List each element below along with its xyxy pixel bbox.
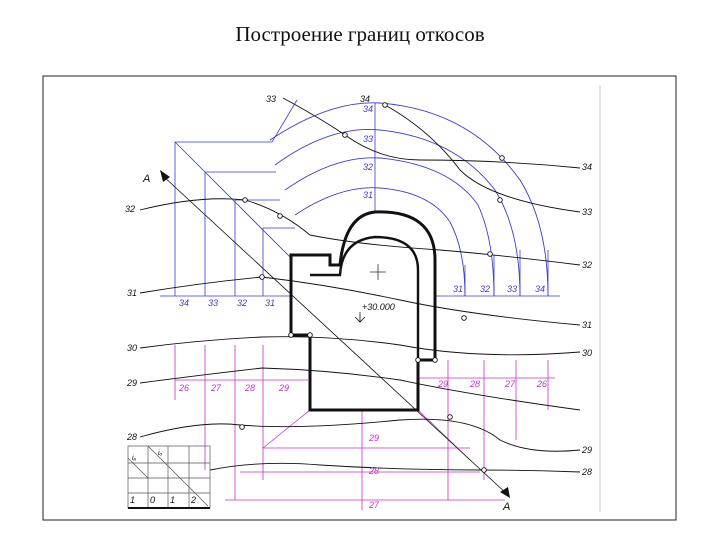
scale-iw-label: iₒ [158, 450, 163, 457]
contour-lines [139, 97, 581, 473]
contour-label-left-29: 29 [126, 378, 137, 388]
cut-label-bottom-28: 28 [368, 466, 379, 476]
cut-label-right-28: 28 [469, 379, 480, 389]
drawing-frame [42, 75, 677, 521]
contour-34 [282, 97, 581, 169]
contour-label-left-31: 31 [127, 288, 137, 298]
arc-34 [269, 102, 549, 297]
contour-32-right [309, 234, 581, 266]
contour-34-top [384, 104, 581, 213]
contour-label-right-33: 33 [582, 207, 592, 217]
platform-inner-outline [310, 235, 420, 360]
elevation-label: +30.000 [362, 302, 395, 312]
scale-il-label: iₐ [132, 455, 137, 462]
arc-label-34: 34 [363, 104, 373, 114]
scale-tick-0: 0 [150, 495, 155, 505]
platform-outline [289, 210, 437, 412]
contour-label-left-30: 30 [127, 343, 137, 353]
intersection-points [239, 102, 505, 473]
contour-label-right-32: 32 [582, 260, 592, 270]
scale-tick-2: 2 [190, 495, 196, 505]
cut-label-bottom-29: 29 [368, 433, 379, 443]
contour-label-right-31: 31 [582, 320, 592, 330]
arc-32 [284, 157, 495, 297]
cut-label-right-29: 29 [437, 379, 448, 389]
contour-32-left [139, 198, 311, 236]
page-title: Построение границ откосов [235, 22, 485, 46]
arc-label-33: 33 [363, 134, 373, 144]
cut-label-left-28: 28 [244, 383, 255, 393]
contour-label-top-34: 34 [360, 94, 370, 104]
fill-label-right-31: 31 [453, 284, 463, 294]
fill-label-left-34: 34 [179, 298, 189, 308]
arc-label-32: 32 [363, 162, 373, 172]
cut-label-left-29: 29 [278, 383, 289, 393]
contour-label-left-33: 33 [266, 94, 276, 104]
contour-label-right-28: 28 [581, 467, 592, 477]
cut-label-right-26: 26 [536, 379, 547, 389]
fill-label-left-31: 31 [265, 298, 275, 308]
cut-slope-lines [174, 345, 555, 510]
contour-label-right-34: 34 [582, 162, 592, 172]
scale-tick-1a: 1 [130, 495, 135, 505]
contour-28 [209, 462, 581, 473]
cut-label-left-26: 26 [178, 383, 189, 393]
contour-29 [139, 418, 581, 452]
contour-label-right-30: 30 [582, 348, 592, 358]
fill-label-right-32: 32 [480, 284, 490, 294]
arc-33 [274, 129, 521, 297]
contour-31 [139, 276, 581, 326]
contour-label-left-28: 28 [126, 432, 137, 442]
contour-29-upper [139, 367, 581, 411]
scale-tick-1b: 1 [170, 495, 175, 505]
fill-label-right-34: 34 [535, 284, 545, 294]
fill-slope-arcs [269, 102, 549, 297]
fill-label-left-33: 33 [208, 298, 218, 308]
section-line [161, 174, 509, 496]
contour-label-left-32: 32 [125, 204, 135, 214]
arc-label-31: 31 [363, 190, 373, 200]
section-arrow-bottom-icon [500, 487, 510, 498]
arc-31 [294, 187, 466, 297]
contour-30 [139, 336, 581, 356]
elevation-mark-icon [354, 312, 366, 323]
fill-label-left-32: 32 [237, 298, 247, 308]
section-label-bottom: A [502, 501, 510, 513]
fill-label-right-33: 33 [507, 284, 517, 294]
slope-scale: iₐ iₒ 1 0 1 2 [127, 445, 211, 509]
cut-label-right-27: 27 [504, 379, 516, 389]
cut-label-left-27: 27 [210, 383, 222, 393]
cut-label-bottom-27: 27 [368, 500, 380, 510]
contour-label-right-29: 29 [581, 445, 592, 455]
section-label-top: A [142, 173, 150, 185]
section-arrow-top-icon [160, 170, 170, 182]
fill-slope-lines [160, 99, 560, 297]
